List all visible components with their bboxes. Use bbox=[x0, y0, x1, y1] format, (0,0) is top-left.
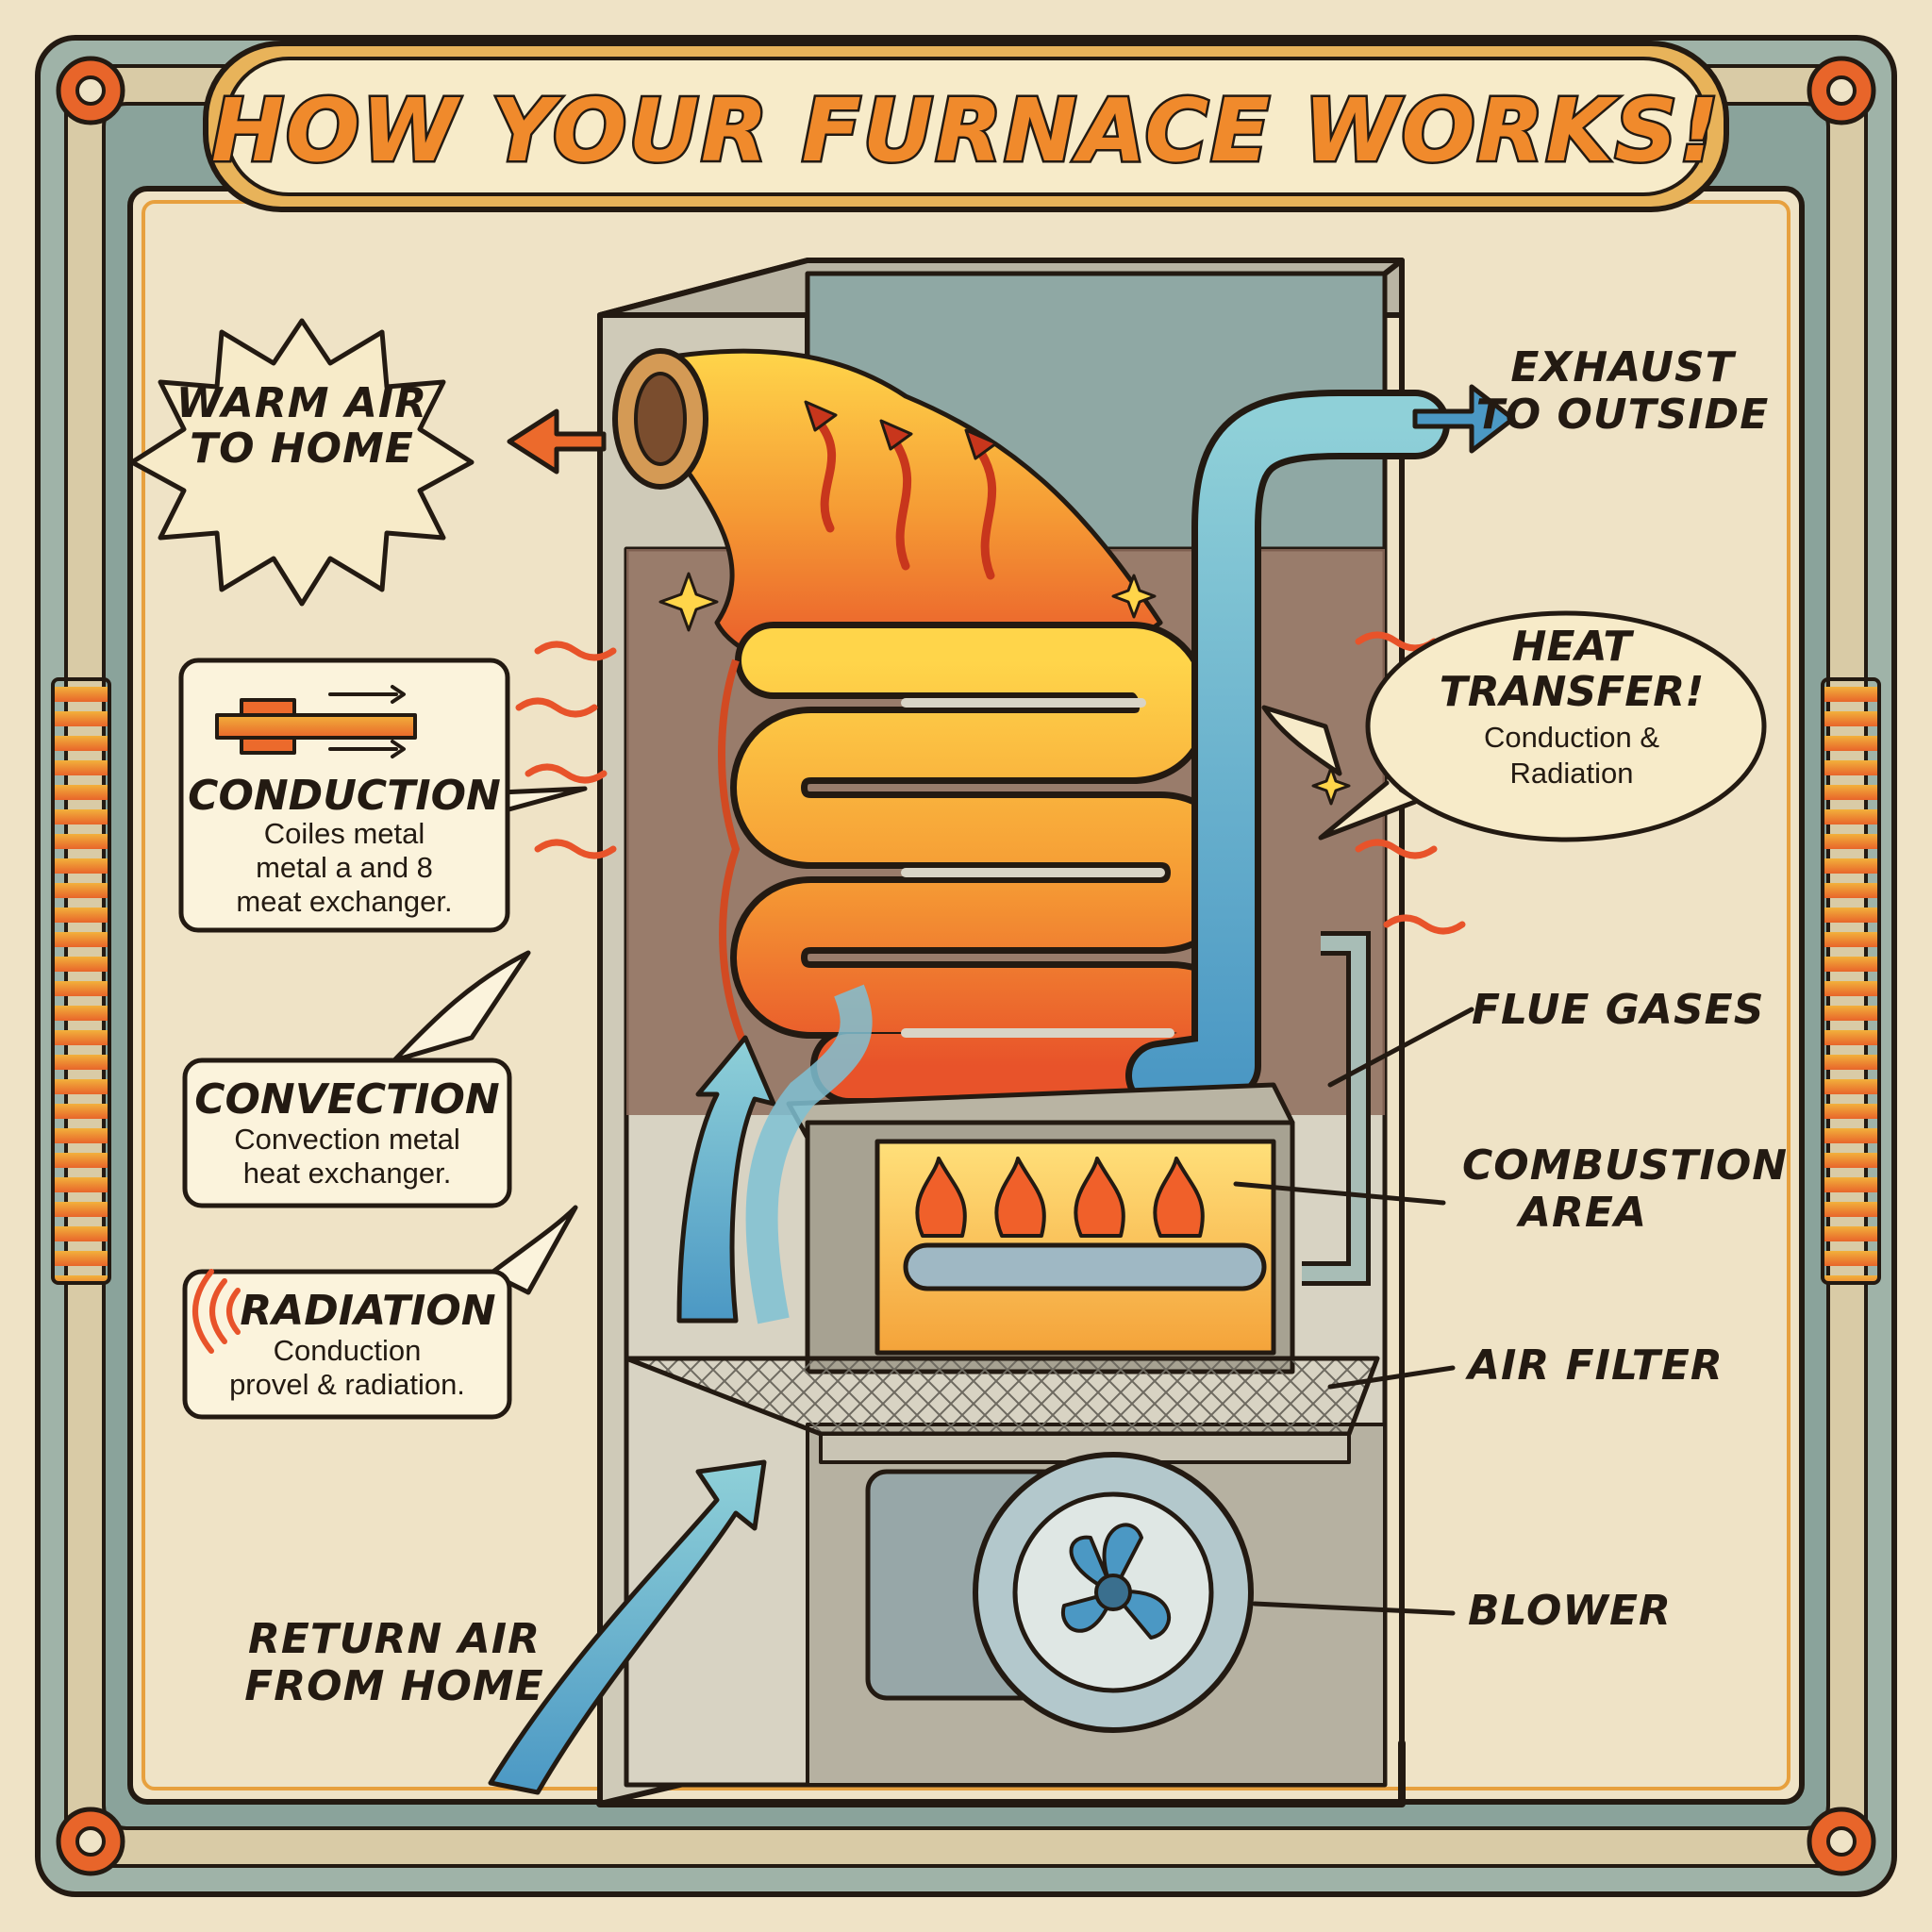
blower-unit bbox=[865, 1452, 1254, 1733]
exhaust-label-line1: EXHAUST bbox=[1510, 343, 1736, 391]
conduction-body-line3: meat exchanger. bbox=[236, 885, 452, 918]
conduction-heading: CONDUCTION bbox=[188, 772, 501, 820]
return-air-stream bbox=[488, 984, 873, 1795]
conduction-icon bbox=[215, 685, 417, 758]
heat-transfer-heading-line2: TRANSFER! bbox=[1440, 668, 1705, 716]
flue-gases-label: FLUE GASES bbox=[1472, 986, 1764, 1034]
heat-transfer-heading-line1: HEAT bbox=[1512, 623, 1635, 671]
conduction-body-line2: metal a and 8 bbox=[256, 851, 433, 884]
left-stripe-panel bbox=[51, 677, 111, 1285]
radiation-icon bbox=[192, 1269, 241, 1354]
return-air-label-line1: RETURN AIR bbox=[248, 1615, 541, 1663]
right-stripe-panel bbox=[1821, 677, 1881, 1285]
conduction-body-line1: Coiles metal bbox=[264, 817, 425, 850]
radiation-heading: RADIATION bbox=[240, 1287, 495, 1335]
exhaust-label-line2: TO OUTSIDE bbox=[1476, 391, 1770, 439]
radiation-body-line1: Conduction bbox=[274, 1334, 422, 1367]
warm-air-out-arrow bbox=[507, 408, 607, 475]
warm-air-callout: WARM AIR TO HOME bbox=[129, 318, 475, 607]
flue-gas-path bbox=[1125, 390, 1450, 1286]
conduction-info-box: CONDUCTION Coiles metal metal a and 8 me… bbox=[178, 658, 588, 933]
warm-air-plume bbox=[612, 348, 1163, 682]
page-title: HOW YOUR FURNACE WORKS! bbox=[211, 80, 1721, 181]
heat-transfer-body-line1: Conduction & bbox=[1484, 721, 1659, 754]
heat-exchanger-coils bbox=[718, 622, 1251, 1105]
rising-air-arrow bbox=[676, 1035, 776, 1324]
heat-transfer-callout: HEAT TRANSFER! Conduction & Radiation bbox=[1261, 610, 1767, 842]
exhaust-out-arrow bbox=[1412, 384, 1516, 454]
sparkle-accents bbox=[658, 572, 1351, 806]
radiation-info-box: RADIATION Conduction provel & radiation. bbox=[182, 1205, 578, 1420]
air-filter-label: AIR FILTER bbox=[1465, 1341, 1724, 1390]
title-banner: HOW YOUR FURNACE WORKS! bbox=[203, 41, 1729, 212]
combustion-area-label-line2: AREA bbox=[1516, 1189, 1647, 1237]
burner-flames bbox=[915, 1157, 1205, 1238]
combustion-area-label-line1: COMBUSTION bbox=[1462, 1141, 1788, 1190]
return-air-label-line2: FROM HOME bbox=[244, 1662, 544, 1710]
return-air-in-arrow bbox=[488, 1459, 767, 1795]
convection-heading: CONVECTION bbox=[194, 1075, 500, 1124]
blower-label: BLOWER bbox=[1468, 1587, 1672, 1635]
combustion-chamber bbox=[786, 1082, 1295, 1374]
convection-info-box: CONVECTION Convection metal heat exchang… bbox=[182, 950, 531, 1208]
radiation-body-line2: provel & radiation. bbox=[229, 1368, 465, 1401]
warm-air-label-line2: TO HOME bbox=[190, 425, 414, 473]
part-labels: FLUE GASES COMBUSTION AREA AIR FILTER BL… bbox=[1233, 986, 1788, 1635]
convection-body-line1: Convection metal bbox=[234, 1123, 460, 1156]
heat-transfer-body-line2: Radiation bbox=[1510, 757, 1634, 790]
air-filter-tray bbox=[624, 1356, 1380, 1464]
convection-body-line2: heat exchanger. bbox=[243, 1157, 452, 1190]
warm-air-label-line1: WARM AIR bbox=[176, 379, 427, 427]
burner-tube bbox=[903, 1242, 1267, 1291]
